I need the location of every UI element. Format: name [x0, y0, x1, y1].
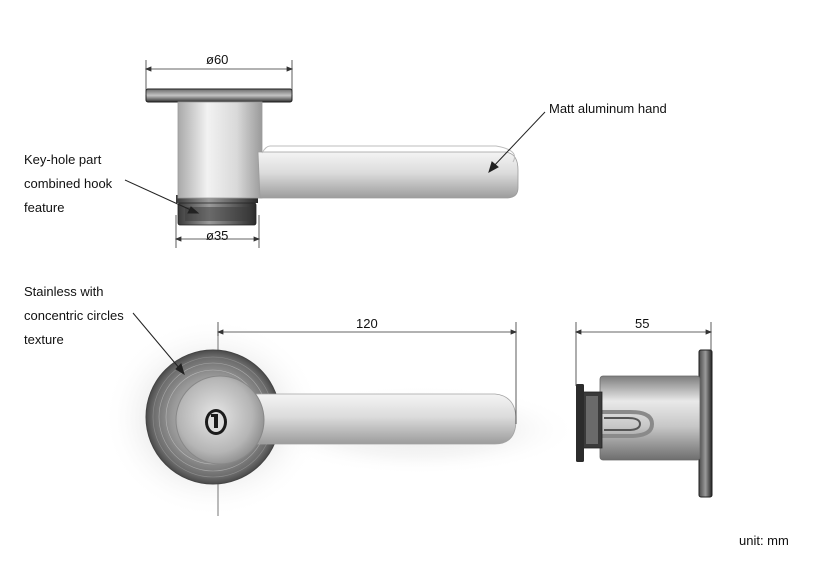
lever-length-label: 120 — [356, 316, 378, 331]
dim-rose-diameter — [144, 60, 294, 95]
front-lever — [239, 393, 517, 445]
keyhole-annotation-line-2: combined hook — [24, 176, 113, 191]
top-lever-arm — [257, 151, 519, 199]
side-wall-plate — [698, 349, 713, 498]
keyhole-annotation-line-3: feature — [24, 200, 65, 215]
matt-aluminum-annotation: Matt aluminum hand — [549, 101, 667, 116]
leader-stainless — [132, 312, 185, 376]
rose-diameter-label: ø60 — [206, 52, 229, 67]
stainless-annotation-line-2: concentric circles — [24, 308, 124, 323]
stainless-annotation-line-1: Stainless with — [24, 284, 104, 299]
side-front-cap — [576, 384, 584, 462]
stainless-annotation-line-3: texture — [24, 332, 64, 347]
dim-neck-diameter — [174, 215, 261, 248]
dim-depth — [574, 322, 713, 386]
keyhole-annotation-line-1: Key-hole part — [24, 152, 102, 167]
depth-label: 55 — [635, 316, 650, 331]
front-view — [103, 318, 580, 518]
neck-diameter-label: ø35 — [206, 228, 229, 243]
leader-keyhole — [124, 179, 200, 214]
dim-lever-length — [216, 322, 518, 424]
top-neck-collar — [176, 195, 258, 203]
units-label: unit: mm — [739, 533, 789, 548]
top-rose-plate — [145, 88, 293, 103]
side-hook-detail — [602, 410, 655, 438]
side-view — [576, 349, 713, 498]
top-cylinder — [177, 101, 263, 199]
keyhole-icon — [205, 409, 227, 435]
top-view — [145, 88, 519, 226]
leader-matt-aluminum — [488, 111, 546, 174]
